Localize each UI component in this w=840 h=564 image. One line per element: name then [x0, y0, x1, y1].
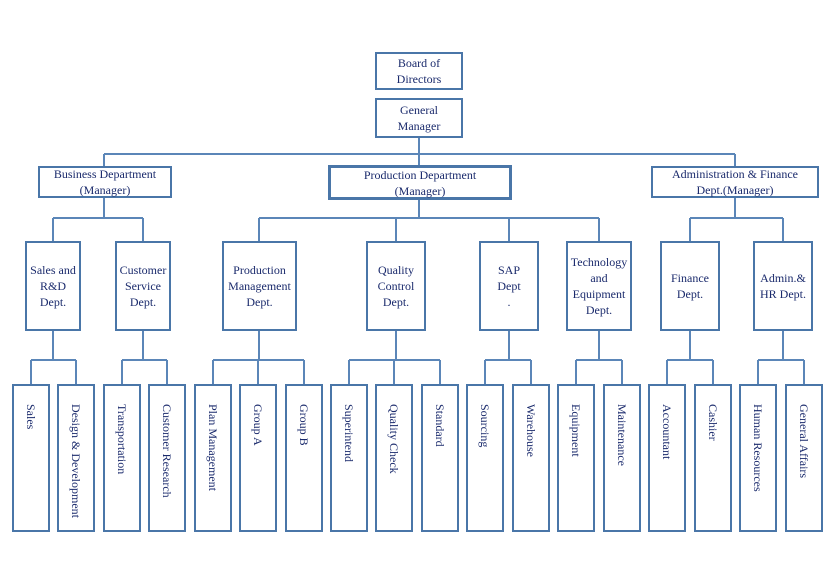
leaf-design-development: Design & Development	[57, 384, 95, 532]
leaf-warehouse: Warehouse	[512, 384, 550, 532]
leaf-accountant: Accountant	[648, 384, 686, 532]
leaf-equipment: Equipment	[557, 384, 595, 532]
leaf-label: Group A	[251, 404, 265, 446]
leaf-label: Sales	[24, 404, 38, 430]
leaf-label: Quality Check	[387, 404, 401, 474]
finance-dept-box: Finance Dept.	[660, 241, 720, 331]
leaf-label: Transportation	[115, 404, 129, 475]
board-of-directors-box: Board of Directors	[375, 52, 463, 90]
leaf-label: Accountant	[660, 404, 674, 460]
quality-control-dept-box: Quality Control Dept.	[366, 241, 426, 331]
leaf-label: General Affairs	[797, 404, 811, 479]
leaf-label: Human Resources	[751, 404, 765, 492]
leaf-label: Warehouse	[524, 404, 538, 458]
leaf-superintend: Superintend	[330, 384, 368, 532]
sap-dept-box: SAP Dept .	[479, 241, 539, 331]
leaf-standard: Standard	[421, 384, 459, 532]
general-manager-box: General Manager	[375, 98, 463, 138]
leaf-sales: Sales	[12, 384, 50, 532]
admin-finance-department-box: Administration & Finance Dept.(Manager)	[651, 166, 819, 198]
customer-service-dept-box: Customer Service Dept.	[115, 241, 171, 331]
leaf-customer-research: Customer Research	[148, 384, 186, 532]
leaf-label: Equipment	[569, 404, 583, 457]
leaf-label: Standard	[433, 404, 447, 447]
leaf-label: Customer Research	[160, 404, 174, 498]
leaf-label: Maintenance	[615, 404, 629, 466]
leaf-label: Sourcing	[478, 404, 492, 448]
admin-hr-dept-box: Admin.& HR Dept.	[753, 241, 813, 331]
leaf-sourcing: Sourcing	[466, 384, 504, 532]
leaf-label: Group B	[297, 404, 311, 446]
leaf-cashier: Cashier	[694, 384, 732, 532]
leaf-group-b: Group B	[285, 384, 323, 532]
leaf-quality-check: Quality Check	[375, 384, 413, 532]
business-department-box: Business Department (Manager)	[38, 166, 172, 198]
leaf-human-resources: Human Resources	[739, 384, 777, 532]
leaf-plan-management: Plan Management	[194, 384, 232, 532]
sales-rd-dept-box: Sales and R&D Dept.	[25, 241, 81, 331]
leaf-general-affairs: General Affairs	[785, 384, 823, 532]
leaf-label: Plan Management	[206, 404, 220, 491]
leaf-maintenance: Maintenance	[603, 384, 641, 532]
leaf-group-a: Group A	[239, 384, 277, 532]
technology-equipment-dept-box: Technology and Equipment Dept.	[566, 241, 632, 331]
production-department-box: Production Department (Manager)	[328, 165, 512, 200]
leaf-label: Cashier	[706, 404, 720, 441]
leaf-label: Design & Development	[69, 404, 83, 518]
leaf-label: Superintend	[342, 404, 356, 462]
leaf-transportation: Transportation	[103, 384, 141, 532]
production-management-dept-box: Production Management Dept.	[222, 241, 297, 331]
